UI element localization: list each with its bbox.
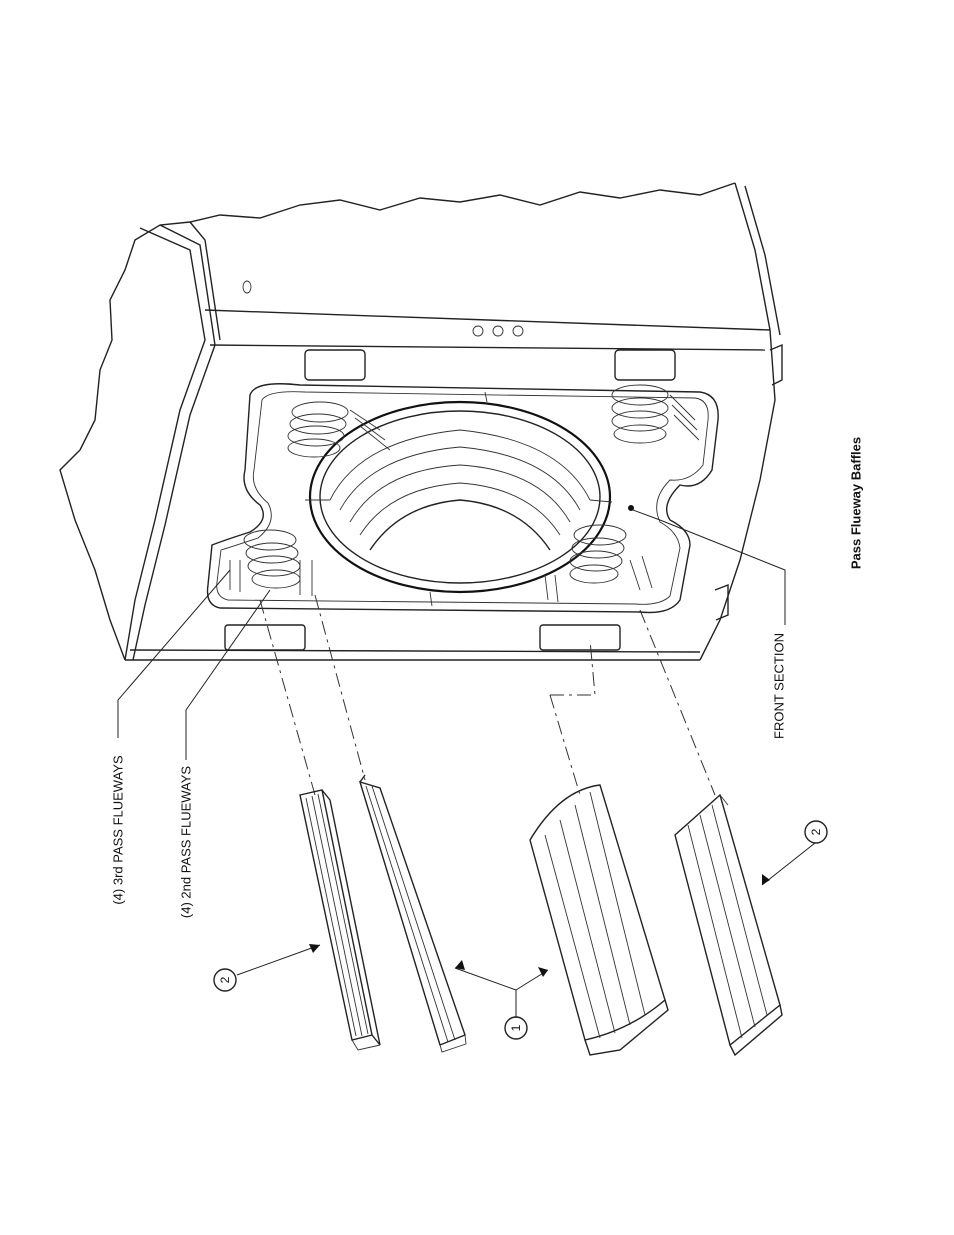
- svg-text:2: 2: [809, 828, 823, 835]
- balloon-item-1: 1: [504, 1016, 528, 1040]
- svg-text:2: 2: [218, 976, 232, 983]
- arrowheads: [309, 874, 770, 977]
- balloon-item-2-top: 2: [213, 968, 237, 992]
- flueway-coil-top-right: [611, 349, 700, 444]
- flueway-coil-bottom-left: [224, 529, 313, 651]
- projection-lines: [259, 594, 716, 796]
- flueway-coil-bottom-right: [539, 524, 653, 651]
- front-section-plate: [206, 349, 719, 651]
- baffle-2-bottom: [674, 793, 783, 1057]
- figure-caption: Pass Flueway Baffles: [849, 437, 864, 569]
- baffle-2-top: [299, 789, 381, 1051]
- boiler-front-section: [59, 182, 783, 661]
- label-front-section: FRONT SECTION: [772, 633, 787, 739]
- leader-lines: [117, 509, 816, 1018]
- label-third-pass-flueways: (4) 3rd PASS FLUEWAYS: [111, 755, 126, 905]
- baffle-1-bottom: [529, 784, 669, 1056]
- svg-text:1: 1: [509, 1024, 523, 1031]
- baffle-1-top: [358, 774, 467, 1053]
- label-second-pass-flueways: (4) 2nd PASS FLUEWAYS: [179, 766, 194, 919]
- balloon-item-2-bottom: 2: [804, 820, 828, 844]
- flueway-coil-top-left: [287, 349, 391, 458]
